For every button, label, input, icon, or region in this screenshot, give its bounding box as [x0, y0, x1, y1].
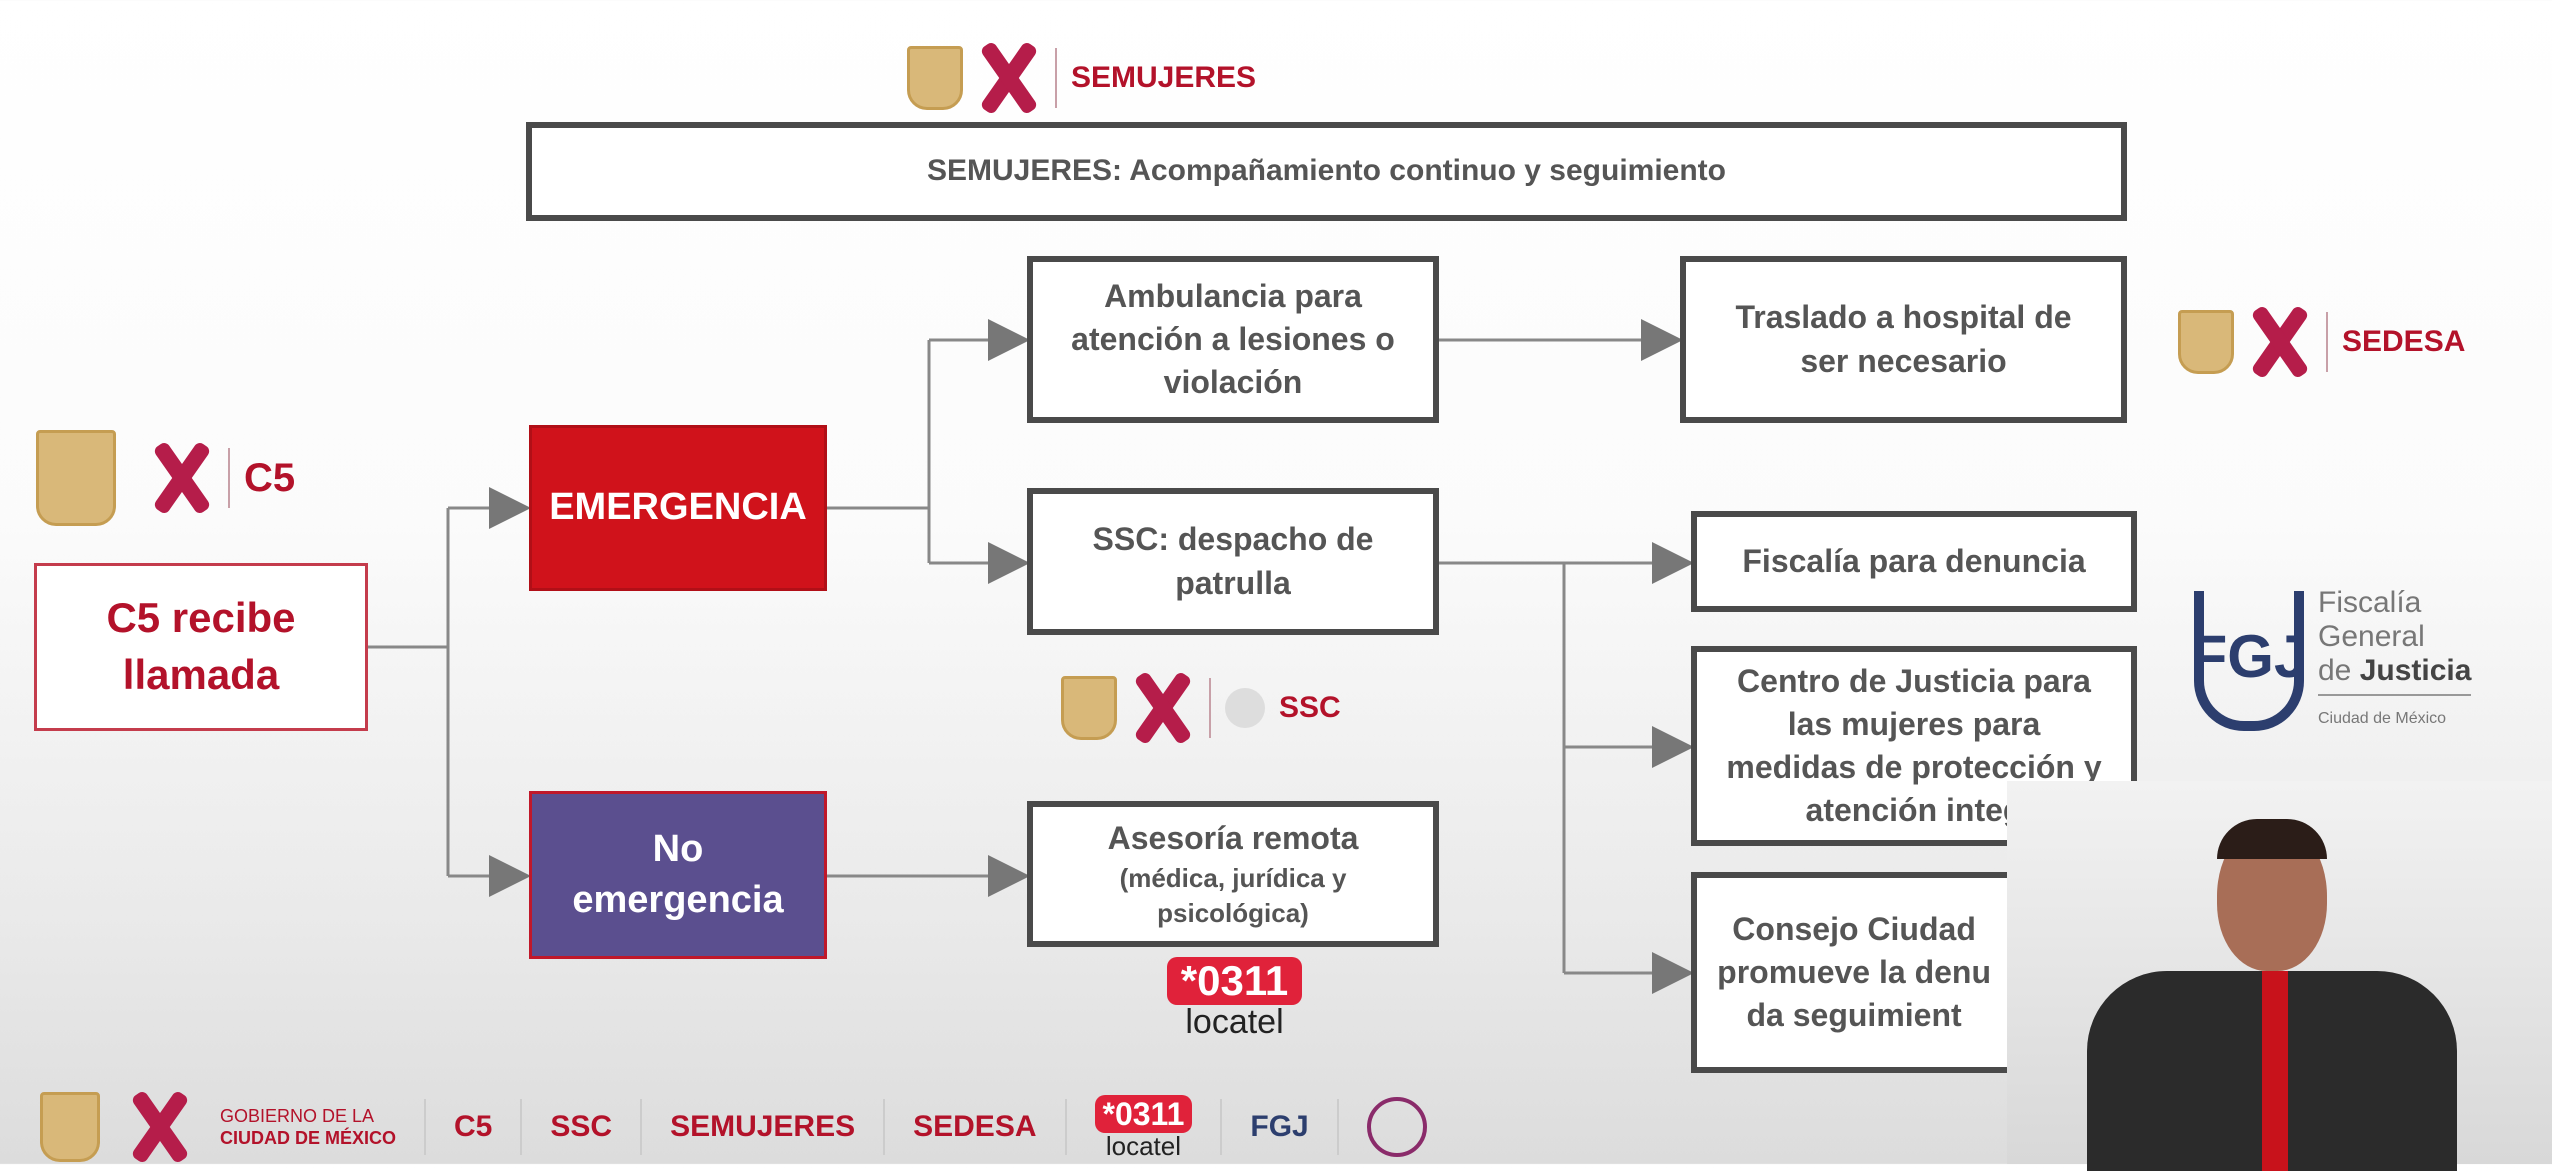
traslado-box: Traslado a hospital de ser necesario: [1680, 256, 2127, 423]
fgj-line: de: [2318, 654, 2360, 687]
bottom-locatel-number: *0311: [1094, 1095, 1193, 1133]
ambulancia-line: atención a lesiones o: [1071, 320, 1395, 357]
cdmx-emblem-icon: [977, 38, 1041, 118]
gob-line: CIUDAD DE MÉXICO: [220, 1128, 397, 1148]
fgj-line: Justicia: [2359, 654, 2472, 687]
sedesa-logo-label: SEDESA: [2342, 325, 2466, 358]
cdmx-shield-icon: [2178, 310, 2234, 374]
gob-line: GOBIERNO DE LA: [220, 1106, 375, 1126]
centro-line: las mujeres para: [1787, 705, 2041, 742]
bottom-c5: C5: [454, 1110, 493, 1143]
no-emergencia-line: emergencia: [572, 879, 784, 921]
fiscalia-box-text: Fiscalía para denuncia: [1742, 542, 2086, 579]
fgj-logo: FGJ Fiscalía General de Justicia Ciudad …: [2191, 586, 2472, 736]
fgj-subtitle: Ciudad de México: [2318, 694, 2472, 736]
ambulancia-line: Ambulancia para: [1104, 277, 1362, 314]
c5-box-line: C5 recibe: [106, 594, 296, 642]
fgj-line: General: [2318, 620, 2425, 653]
ssc-logo-label: SSC: [1279, 691, 1341, 724]
bottom-semujeres: SEMUJERES: [670, 1110, 856, 1143]
c5-logo-label: C5: [244, 455, 296, 500]
cdmx-emblem-icon: [1131, 668, 1195, 748]
emergencia-box: EMERGENCIA: [529, 425, 827, 591]
ssc-box-line: patrulla: [1175, 564, 1291, 601]
bottom-sedesa: SEDESA: [913, 1110, 1037, 1143]
no-emergencia-box: No emergencia: [529, 791, 827, 959]
consejo-line: Consejo Ciudad: [1732, 910, 1976, 947]
locatel-name: locatel: [1185, 1003, 1284, 1041]
centro-line: Centro de Justicia para: [1737, 662, 2091, 699]
traslado-line: ser necesario: [1800, 342, 2007, 379]
semujeres-box: SEMUJERES: Acompañamiento continuo y seg…: [526, 122, 2127, 221]
people-logo-icon: [1366, 1097, 1427, 1157]
cdmx-shield-icon: [1061, 676, 1117, 740]
cdmx-emblem-icon: [2248, 302, 2312, 382]
consejo-line: promueve la denu: [1717, 953, 1991, 990]
c5-logo: C5: [36, 430, 295, 526]
ssc-logo: SSC: [1061, 668, 1341, 748]
semujeres-logo: SEMUJERES: [907, 38, 1256, 118]
asesoria-detail: (médica, jurídica y: [1119, 862, 1347, 893]
bottom-fgj: FGJ: [1250, 1110, 1309, 1143]
cdmx-shield-icon: [40, 1092, 100, 1162]
fgj-line: Fiscalía: [2318, 586, 2422, 619]
c5-box-line: llamada: [122, 651, 280, 698]
c5-receives-call-box: C5 recibe llamada: [34, 563, 368, 731]
ssc-box: SSC: despacho de patrulla: [1027, 488, 1439, 635]
centro-justicia-box: Centro de Justicia para las mujeres para m…: [1691, 646, 2137, 846]
cdmx-emblem-icon: [128, 1087, 192, 1167]
interpreter-tie: [2262, 971, 2288, 1171]
emergencia-label: EMERGENCIA: [549, 486, 807, 529]
bottom-ssc: SSC: [550, 1110, 613, 1143]
cdmx-emblem-icon: [150, 438, 214, 518]
semujeres-box-text: SEMUJERES: Acompañamiento continuo y seg…: [927, 154, 1726, 188]
cdmx-shield-icon: [36, 430, 116, 526]
ssc-badge-icon: [1225, 688, 1265, 728]
bottom-locatel-name: locatel: [1105, 1131, 1182, 1161]
centro-line: medidas de protección y: [1726, 749, 2102, 785]
locatel-logo: *0311 locatel: [1167, 957, 1302, 1039]
asesoria-title: Asesoría remota: [1107, 820, 1359, 857]
interpreter-hair: [2217, 819, 2327, 859]
asesoria-detail: psicológica): [1157, 897, 1309, 928]
centro-line: atención integ: [1805, 792, 2023, 829]
asesoria-box: Asesoría remota (médica, jurídica y psicol…: [1027, 801, 1439, 947]
sedesa-logo: SEDESA: [2178, 302, 2465, 382]
cdmx-shield-icon: [907, 46, 963, 110]
traslado-line: Traslado a hospital de: [1735, 299, 2072, 336]
fiscalia-box: Fiscalía para denuncia: [1691, 511, 2137, 612]
consejo-line: da seguimient: [1746, 997, 1962, 1034]
locatel-number: *0311: [1167, 957, 1302, 1005]
fgj-emblem-icon: FGJ: [2191, 591, 2307, 731]
ambulancia-line: violación: [1163, 364, 1303, 401]
no-emergencia-line: No: [652, 827, 704, 870]
sign-language-interpreter: [2007, 781, 2552, 1171]
ssc-box-line: SSC: despacho de: [1092, 521, 1374, 558]
ambulancia-box: Ambulancia para atención a lesiones o viol…: [1027, 256, 1439, 423]
semujeres-logo-label: SEMUJERES: [1071, 61, 1257, 94]
